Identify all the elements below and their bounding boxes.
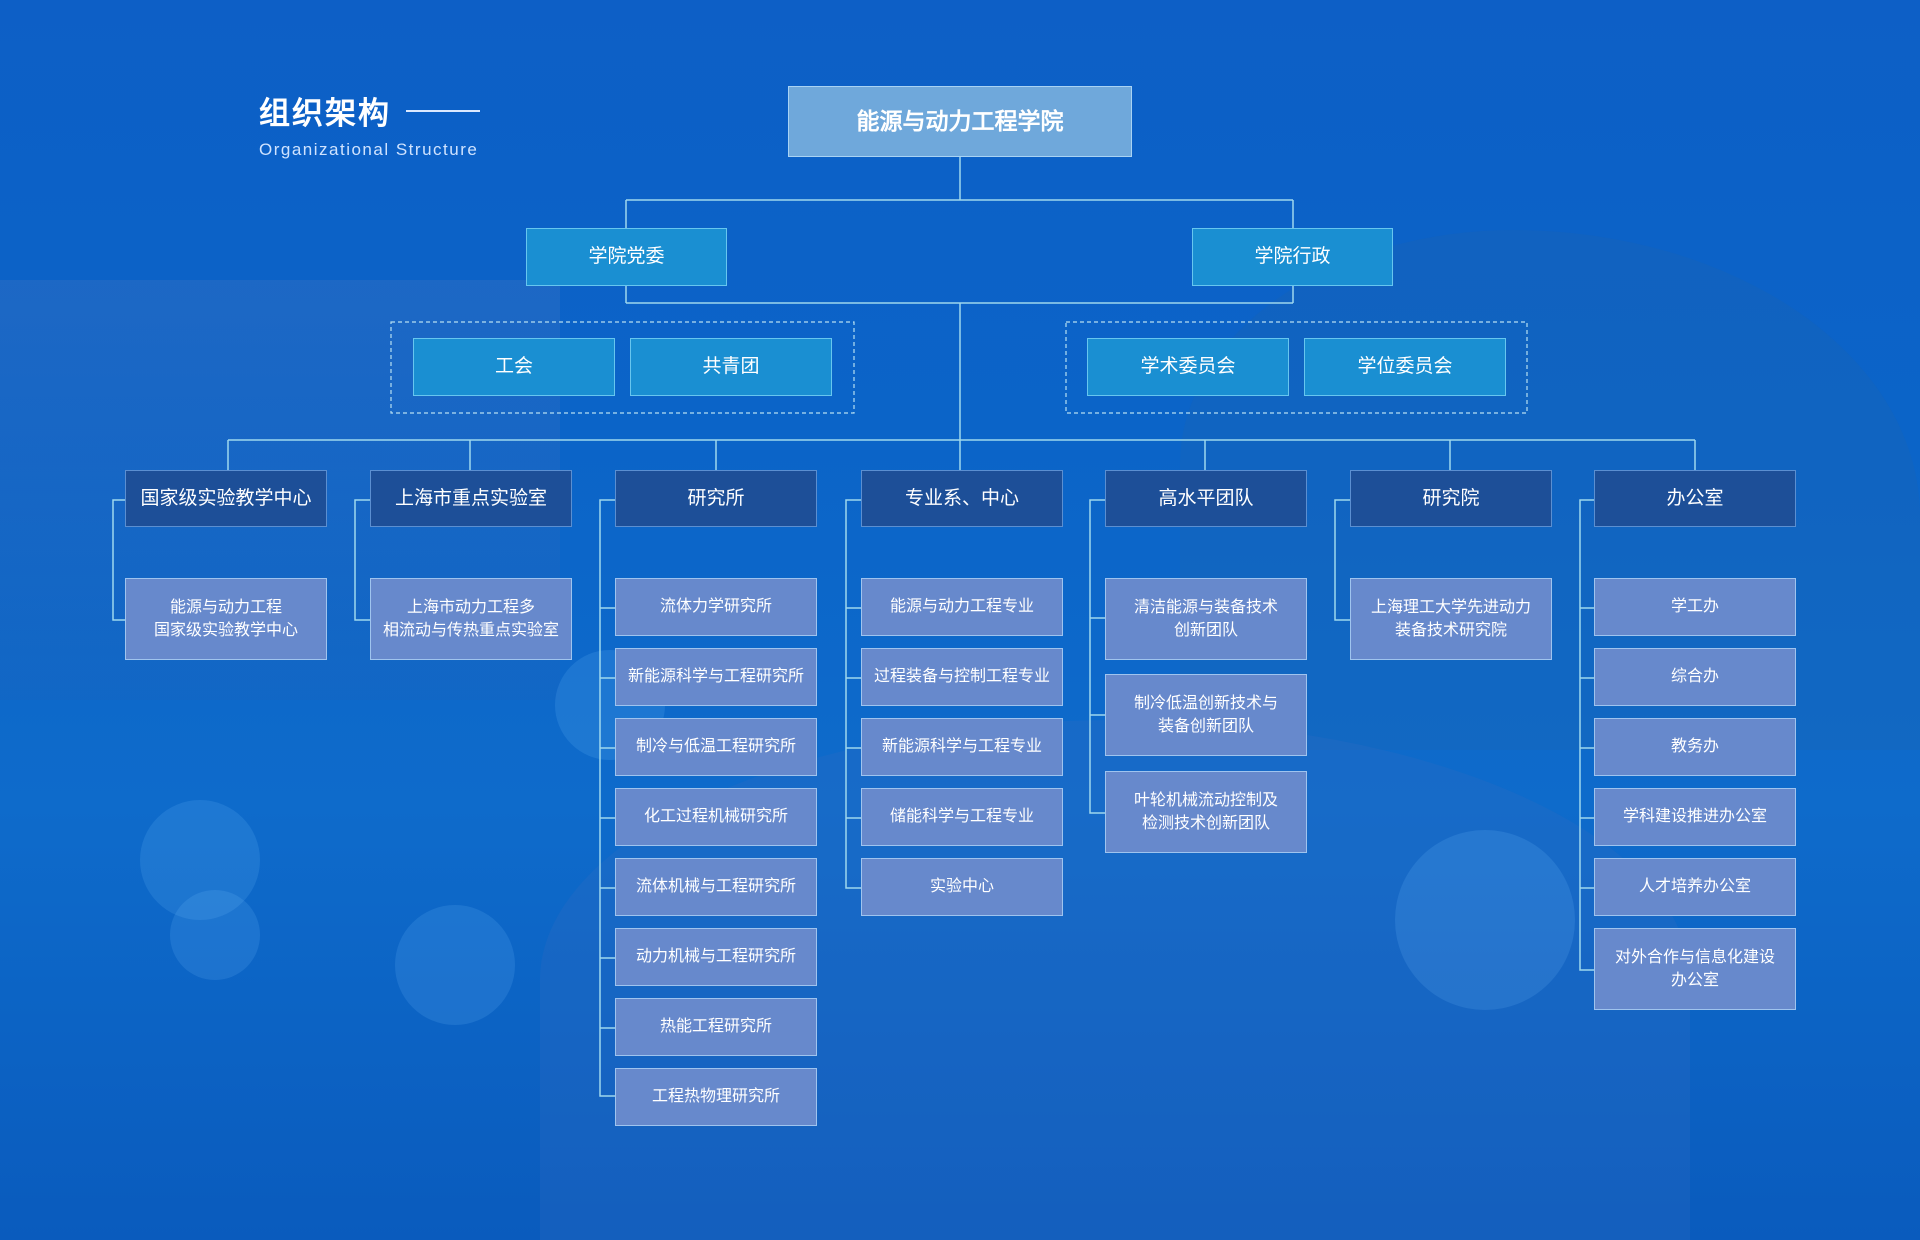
org-unit-box[interactable]: 制冷低温创新技术与 装备创新团队 [1105,674,1307,756]
admin-group-frame [1065,321,1528,414]
org-unit-box[interactable]: 新能源科学与工程研究所 [615,648,817,706]
page-subtitle: Organizational Structure [259,140,479,159]
org-unit-box[interactable]: 学科建设推进办公室 [1594,788,1796,846]
org-unit-box[interactable]: 能源与动力工程 国家级实验教学中心 [125,578,327,660]
root-node[interactable]: 能源与动力工程学院 [788,86,1132,157]
bracket-line [845,499,861,889]
org-unit-box[interactable]: 综合办 [1594,648,1796,706]
union-node[interactable]: 工会 [413,338,615,396]
org-unit-box[interactable]: 对外合作与信息化建设 办公室 [1594,928,1796,1010]
bracket-line [1089,499,1105,814]
org-unit-box[interactable]: 制冷与低温工程研究所 [615,718,817,776]
org-unit-box[interactable]: 实验中心 [861,858,1063,916]
org-unit-box[interactable]: 热能工程研究所 [615,998,817,1056]
degree-committee-node[interactable]: 学位委员会 [1304,338,1506,396]
org-unit-box[interactable]: 化工过程机械研究所 [615,788,817,846]
org-unit-box[interactable]: 上海市动力工程多 相流动与传热重点实验室 [370,578,572,660]
party-group-frame [390,321,855,414]
column-header[interactable]: 高水平团队 [1105,470,1307,527]
org-unit-box[interactable]: 清洁能源与装备技术 创新团队 [1105,578,1307,660]
column-header[interactable]: 上海市重点实验室 [370,470,572,527]
org-unit-box[interactable]: 叶轮机械流动控制及 检测技术创新团队 [1105,771,1307,853]
bracket-line [354,499,370,621]
org-unit-box[interactable]: 过程装备与控制工程专业 [861,648,1063,706]
org-unit-box[interactable]: 工程热物理研究所 [615,1068,817,1126]
org-unit-box[interactable]: 教务办 [1594,718,1796,776]
bracket-line [599,499,615,1097]
party-committee-node[interactable]: 学院党委 [526,228,727,286]
org-unit-box[interactable]: 学工办 [1594,578,1796,636]
page-title: 组织架构 [259,96,391,131]
org-unit-box[interactable]: 新能源科学与工程专业 [861,718,1063,776]
academic-committee-node[interactable]: 学术委员会 [1087,338,1289,396]
org-unit-box[interactable]: 储能科学与工程专业 [861,788,1063,846]
column-header[interactable]: 研究所 [615,470,817,527]
bracket-line [112,499,125,621]
column-header[interactable]: 研究院 [1350,470,1552,527]
column-header[interactable]: 国家级实验教学中心 [125,470,327,527]
org-unit-box[interactable]: 动力机械与工程研究所 [615,928,817,986]
org-unit-box[interactable]: 流体机械与工程研究所 [615,858,817,916]
org-unit-box[interactable]: 上海理工大学先进动力 装备技术研究院 [1350,578,1552,660]
administration-node[interactable]: 学院行政 [1192,228,1393,286]
column-header[interactable]: 专业系、中心 [861,470,1063,527]
bracket-line [1334,499,1350,621]
youth-league-node[interactable]: 共青团 [630,338,832,396]
org-unit-box[interactable]: 能源与动力工程专业 [861,578,1063,636]
bracket-line [1579,499,1594,971]
org-unit-box[interactable]: 人才培养办公室 [1594,858,1796,916]
org-unit-box[interactable]: 流体力学研究所 [615,578,817,636]
column-header[interactable]: 办公室 [1594,470,1796,527]
title-divider [406,110,480,112]
